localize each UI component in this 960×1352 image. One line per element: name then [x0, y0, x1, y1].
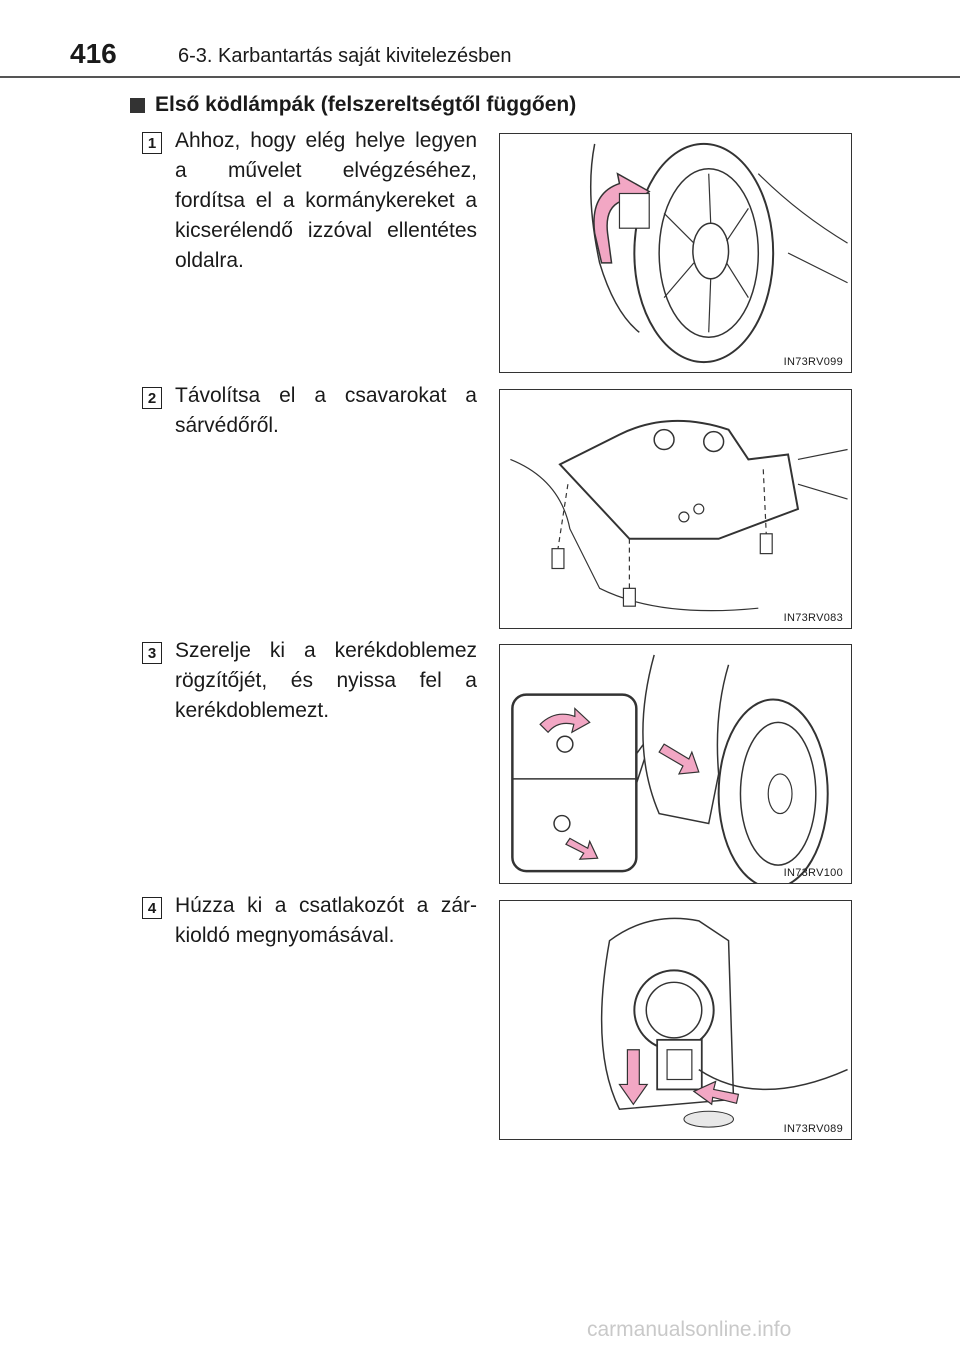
figure-id: IN73RV099 — [783, 356, 843, 368]
figure-fender-screws: IN73RV083 — [499, 389, 852, 629]
page-number: 416 — [70, 38, 117, 69]
step-text-3: Szerelje ki a kerékdoblemez rögzítőjét, … — [175, 639, 477, 722]
step-text-1: Ahhoz, hogy elég helye legyen a művelet … — [175, 129, 477, 272]
figure-id: IN73RV089 — [783, 1123, 843, 1135]
figure-steering-wheel-turned: IN73RV099 — [499, 133, 852, 373]
wheel-illustration — [590, 142, 848, 364]
step-text-4: Húzza ki a csatlakozót a zár-kioldó megn… — [175, 894, 477, 947]
figure-connector-release: IN73RV089 — [499, 900, 852, 1140]
step-text-2: Távolítsa el a csavarokat a sárvédőről. — [175, 384, 477, 437]
figure-id: IN73RV083 — [783, 612, 843, 624]
header-divider — [0, 76, 960, 78]
section-title: Első ködlámpák (felszereltségtől függően… — [155, 93, 577, 116]
fender-illustration — [510, 419, 848, 612]
step-number-1: 1 — [142, 132, 162, 154]
connector-illustration — [600, 917, 848, 1128]
step-number-2: 2 — [142, 387, 162, 409]
step-number-3: 3 — [142, 642, 162, 664]
section-heading: Első ködlámpák (felszereltségtől függően… — [130, 93, 576, 117]
figure-id: IN73RV100 — [783, 867, 843, 879]
step-number-4: 4 — [142, 897, 162, 919]
liner-illustration — [511, 654, 829, 883]
square-bullet-icon — [130, 97, 145, 113]
watermark: carmanualsonline.info — [587, 1318, 792, 1341]
figure-wheel-housing-liner: IN73RV100 — [499, 644, 852, 884]
chapter-title: 6-3. Karbantartás saját kivitelezésben — [178, 45, 512, 67]
